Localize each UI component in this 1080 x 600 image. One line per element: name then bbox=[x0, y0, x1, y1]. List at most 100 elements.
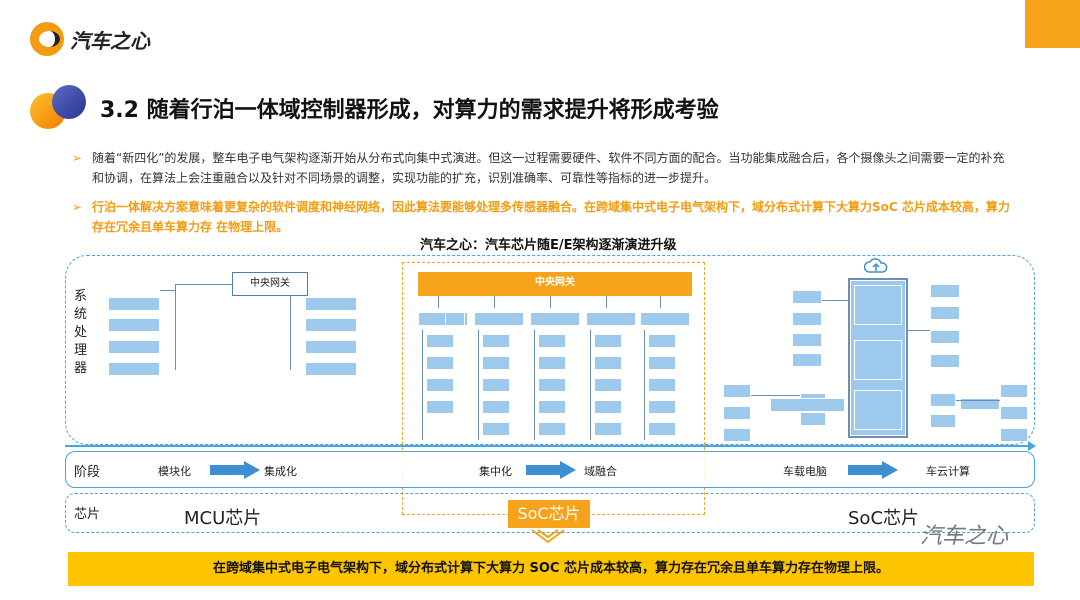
ecu-box bbox=[854, 340, 902, 380]
chip-item-highlight: SoC芯片 bbox=[508, 500, 590, 528]
ecu-box bbox=[426, 334, 454, 348]
logo-text: 汽车之心 bbox=[70, 28, 150, 53]
ecu-box bbox=[594, 378, 622, 392]
connector-line bbox=[908, 330, 930, 331]
connector-line bbox=[175, 284, 232, 285]
conclusion-bar: 在跨域集中式电子电气架构下，域分布式计算下大算力 SOC 芯片成本较高，算力存在… bbox=[68, 552, 1034, 586]
page-title: 3.2 随着行泊一体域控制器形成，对算力的需求提升将形成考验 bbox=[100, 98, 719, 123]
bullet-text: 行泊一体解决方案意味着更复杂的软件调度和神经网络，因此算法要能够处理多传感器融合… bbox=[92, 200, 1010, 234]
ecu-box bbox=[305, 318, 357, 332]
ecu-box bbox=[445, 312, 465, 326]
ecu-box bbox=[1000, 406, 1028, 420]
ecu-box bbox=[792, 333, 822, 347]
ecu-box bbox=[640, 312, 690, 326]
ecu-box bbox=[108, 362, 160, 376]
connector-line bbox=[606, 296, 607, 308]
ecu-box bbox=[305, 340, 357, 354]
connector-line bbox=[822, 300, 848, 301]
ecu-box bbox=[723, 406, 751, 420]
ecu-box bbox=[930, 393, 956, 407]
logo: 汽车之心 bbox=[30, 22, 150, 56]
ecu-box bbox=[538, 356, 566, 370]
ecu-box bbox=[792, 290, 822, 304]
ecu-box bbox=[594, 422, 622, 436]
arrow-right-icon bbox=[526, 461, 576, 479]
ecu-box bbox=[792, 353, 822, 367]
ecu-box bbox=[482, 422, 510, 436]
ecu-box bbox=[854, 285, 902, 325]
ecu-box bbox=[770, 398, 845, 412]
ecu-box bbox=[594, 400, 622, 414]
ecu-box bbox=[482, 400, 510, 414]
bullet-1: ➢随着“新四化”的发展，整车电子电气架构逐渐开始从分布式向集中式演进。但这一过程… bbox=[72, 148, 1012, 188]
stage-item: 集中化 bbox=[479, 465, 512, 478]
ecu-box bbox=[586, 312, 636, 326]
chip-item: SoC芯片 bbox=[848, 508, 920, 529]
bullet-text: 随着“新四化”的发展，整车电子电气架构逐渐开始从分布式向集中式演进。但这一过程需… bbox=[92, 151, 1005, 185]
ecu-box bbox=[594, 334, 622, 348]
bullet-arrow-icon: ➢ bbox=[72, 200, 83, 214]
connector-line bbox=[175, 284, 176, 370]
bullet-2: ➢ 行泊一体解决方案意味着更复杂的软件调度和神经网络，因此算法要能够处理多传感器融… bbox=[72, 197, 1012, 237]
connector-line bbox=[290, 284, 291, 370]
connector-line bbox=[644, 330, 645, 440]
ecu-box bbox=[426, 400, 454, 414]
ecu-box bbox=[538, 378, 566, 392]
ecu-box bbox=[530, 312, 580, 326]
chip-item: MCU芯片 bbox=[184, 508, 262, 529]
ecu-box bbox=[305, 297, 357, 311]
connector-line bbox=[956, 400, 1000, 401]
system-label: 系统处理器 bbox=[74, 289, 88, 376]
connector-line bbox=[422, 330, 423, 440]
ecu-box bbox=[854, 390, 902, 430]
ecu-box bbox=[538, 422, 566, 436]
connector-line bbox=[590, 330, 591, 440]
ecu-box bbox=[538, 334, 566, 348]
ecu-box bbox=[305, 362, 357, 376]
ecu-box bbox=[792, 312, 822, 326]
stage-item: 集成化 bbox=[264, 465, 297, 478]
ecu-box bbox=[426, 378, 454, 392]
logo-icon bbox=[30, 22, 64, 56]
ecu-box bbox=[723, 428, 751, 442]
arrow-right-icon bbox=[848, 461, 898, 479]
ecu-box bbox=[960, 398, 1000, 410]
ecu-box bbox=[426, 356, 454, 370]
connector-line bbox=[438, 296, 439, 308]
ecu-box bbox=[648, 400, 676, 414]
ecu-box bbox=[1000, 384, 1028, 398]
ecu-box bbox=[930, 330, 960, 344]
ecu-box bbox=[482, 334, 510, 348]
ecu-box bbox=[648, 378, 676, 392]
ecu-box bbox=[930, 354, 960, 368]
gateway-box-left: 中央网关 bbox=[232, 272, 308, 296]
connector-line bbox=[751, 395, 800, 396]
ecu-box bbox=[1000, 428, 1028, 442]
watermark: 汽车之心 bbox=[920, 524, 1009, 549]
ecu-box bbox=[648, 334, 676, 348]
stage-item: 车载电脑 bbox=[783, 465, 827, 478]
ecu-box bbox=[482, 356, 510, 370]
ecu-box bbox=[648, 422, 676, 436]
corner-decoration bbox=[1025, 0, 1080, 48]
ecu-box bbox=[108, 297, 160, 311]
ecu-box bbox=[538, 400, 566, 414]
connector-line bbox=[478, 330, 479, 440]
ecu-box bbox=[930, 284, 960, 298]
connector-line bbox=[550, 296, 551, 308]
ecu-box bbox=[723, 384, 751, 398]
chevron-down-icon bbox=[531, 529, 565, 544]
ecu-box bbox=[474, 312, 524, 326]
ecu-box bbox=[648, 356, 676, 370]
ecu-box bbox=[108, 318, 160, 332]
cloud-icon bbox=[864, 258, 888, 273]
connector-line bbox=[660, 296, 661, 308]
stage-row: 阶段 模块化 集成化 集中化 域融合 车载电脑 车云计算 bbox=[65, 451, 1035, 488]
stage-item: 模块化 bbox=[158, 465, 191, 478]
connector-line bbox=[534, 330, 535, 440]
arrow-right-icon bbox=[210, 461, 260, 479]
evolution-axis bbox=[65, 441, 1036, 451]
chip-row: 芯片 MCU芯片 SoC芯片 bbox=[65, 493, 1035, 533]
ecu-box bbox=[930, 414, 956, 428]
connector-line bbox=[160, 290, 175, 291]
